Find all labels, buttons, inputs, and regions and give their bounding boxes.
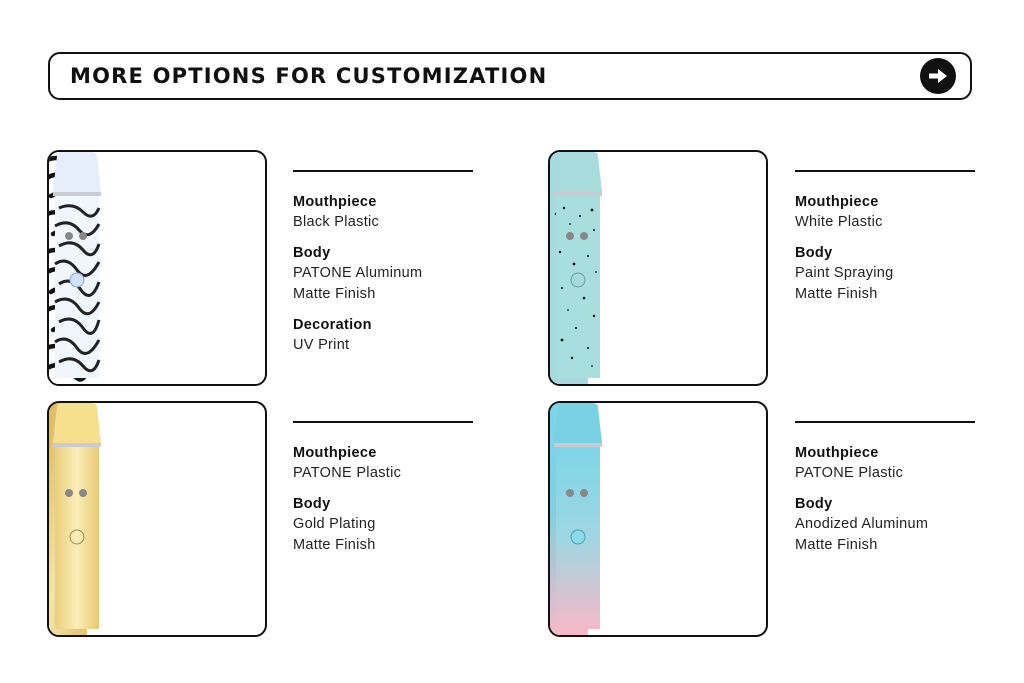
spec-label: Body (293, 245, 331, 261)
divider (293, 421, 473, 423)
spec-body: Body PATONE Aluminum Matte Finish (293, 243, 473, 305)
next-button[interactable] (920, 58, 956, 94)
spec-label: Mouthpiece (795, 194, 879, 210)
spec-label: Body (795, 496, 833, 512)
device-gold (53, 403, 101, 629)
device-gradient (554, 403, 602, 629)
product-card-zebra[interactable] (47, 150, 267, 386)
spec-value: PATONE Plastic (795, 465, 904, 481)
spec-label: Body (293, 496, 331, 512)
spec-value: PATONE Plastic (293, 465, 402, 481)
spec-body: Body Gold Plating Matte Finish (293, 494, 473, 556)
specs-gold: Mouthpiece PATONE Plastic Body Gold Plat… (293, 421, 473, 566)
spec-value: White Plastic (795, 214, 883, 230)
spec-value: Matte Finish (293, 286, 376, 302)
specs-speckled: Mouthpiece White Plastic Body Paint Spra… (795, 170, 975, 315)
spec-label: Mouthpiece (293, 194, 377, 210)
spec-label: Mouthpiece (293, 445, 377, 461)
spec-value: Black Plastic (293, 214, 380, 230)
spec-value: Paint Spraying (795, 265, 894, 281)
product-card-gradient[interactable] (548, 401, 768, 637)
arrow-right-icon (929, 69, 947, 83)
spec-mouthpiece: Mouthpiece Black Plastic (293, 192, 473, 233)
spec-value: Gold Plating (293, 516, 376, 532)
spec-mouthpiece: Mouthpiece PATONE Plastic (293, 443, 473, 484)
spec-value: PATONE Aluminum (293, 265, 423, 281)
spec-mouthpiece: Mouthpiece White Plastic (795, 192, 975, 233)
spec-label: Body (795, 245, 833, 261)
spec-decoration: Decoration UV Print (293, 315, 473, 356)
spec-body: Body Paint Spraying Matte Finish (795, 243, 975, 305)
device-zebra (53, 152, 101, 378)
spec-label: Decoration (293, 317, 372, 333)
divider (795, 421, 975, 423)
specs-zebra: Mouthpiece Black Plastic Body PATONE Alu… (293, 170, 473, 366)
specs-gradient: Mouthpiece PATONE Plastic Body Anodized … (795, 421, 975, 566)
product-card-gold[interactable] (47, 401, 267, 637)
divider (795, 170, 975, 172)
spec-label: Mouthpiece (795, 445, 879, 461)
product-card-speckled[interactable] (548, 150, 768, 386)
divider (293, 170, 473, 172)
device-speckled (554, 152, 602, 378)
spec-value: Matte Finish (795, 286, 878, 302)
spec-value: Matte Finish (795, 537, 878, 553)
spec-value: UV Print (293, 337, 350, 353)
spec-value: Matte Finish (293, 537, 376, 553)
page-title: MORE OPTIONS FOR CUSTOMIZATION (70, 64, 548, 88)
header-bar: MORE OPTIONS FOR CUSTOMIZATION (48, 52, 972, 100)
spec-body: Body Anodized Aluminum Matte Finish (795, 494, 975, 556)
spec-value: Anodized Aluminum (795, 516, 929, 532)
spec-mouthpiece: Mouthpiece PATONE Plastic (795, 443, 975, 484)
